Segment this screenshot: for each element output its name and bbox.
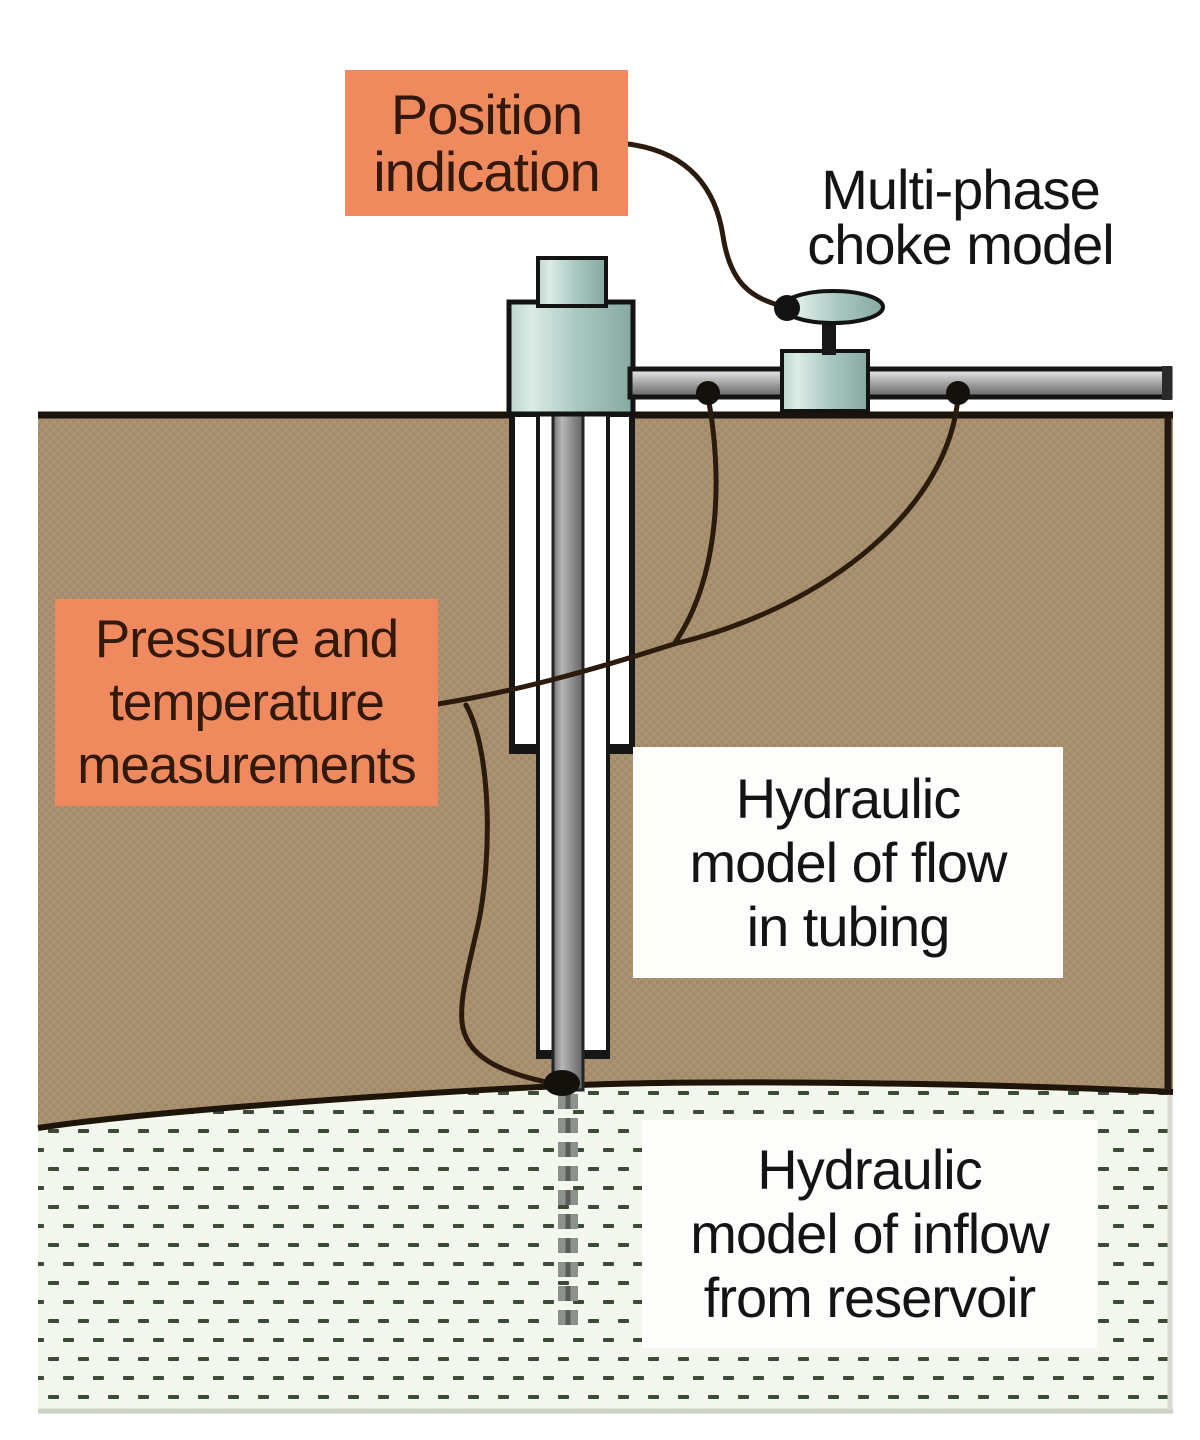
choke-handle-connector-dot <box>774 295 800 321</box>
label-line: Position <box>390 83 583 146</box>
choke-stem <box>822 315 836 355</box>
cable-downhole <box>459 702 549 1085</box>
label-hydraulic-model-inflow-reservoir: Hydraulic model of inflow from reservoir <box>642 1120 1097 1348</box>
label-line: choke model <box>807 213 1115 276</box>
pipe-sensor-dot-2 <box>946 381 970 405</box>
label-line: Hydraulic <box>735 766 961 830</box>
label-line: model of inflow <box>690 1202 1050 1265</box>
downhole-sensor-blob <box>544 1070 580 1096</box>
label-line: from reservoir <box>703 1266 1036 1329</box>
label-line: in tubing <box>746 894 951 958</box>
cable-to-pressure-box <box>435 641 677 707</box>
label-line: Pressure and <box>94 610 399 669</box>
cable-sensor2 <box>671 394 961 647</box>
choke-valve <box>780 289 885 413</box>
flowline-pipe <box>627 366 1173 400</box>
label-line: Multi-phase <box>821 158 1100 221</box>
cable-position-to-choke <box>625 141 789 310</box>
label-line: measurements <box>77 736 417 795</box>
label-line: indication <box>373 140 601 203</box>
signal-cables <box>435 141 961 1085</box>
label-line: model of flow <box>689 830 1008 894</box>
cable-sensor1 <box>671 394 719 647</box>
production-tubing <box>551 412 585 1092</box>
label-line: Hydraulic <box>757 1138 982 1201</box>
wellhead-body <box>506 299 636 417</box>
wellhead-cap <box>536 256 608 308</box>
label-line: temperature <box>109 673 385 732</box>
label-hydraulic-model-flow-tubing: Hydraulic model of flow in tubing <box>633 747 1063 978</box>
pipe-sensor-dot-1 <box>696 381 720 405</box>
label-position-indication: Position indication <box>345 70 628 216</box>
label-multiphase-choke-model: Multi-phase choke model <box>763 158 1158 276</box>
choke-body <box>780 349 870 413</box>
label-pressure-temperature-measurements: Pressure and temperature measurements <box>55 599 438 806</box>
